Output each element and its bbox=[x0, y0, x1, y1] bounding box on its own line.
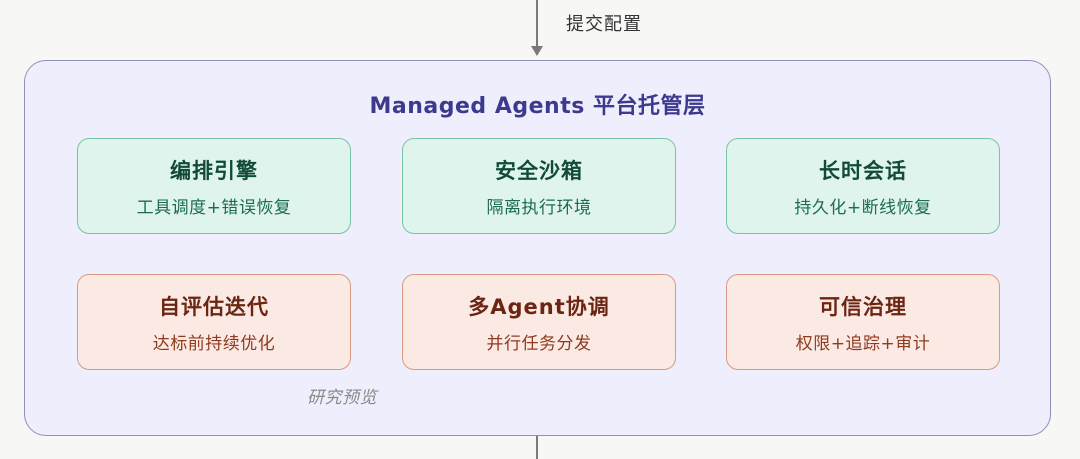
incoming-arrow-line bbox=[536, 0, 538, 48]
incoming-arrow-head bbox=[531, 46, 543, 56]
incoming-arrow-label: 提交配置 bbox=[566, 14, 642, 35]
module-trusted-governance: 可信治理 权限+追踪+审计 bbox=[726, 274, 1000, 370]
module-self-evaluation: 自评估迭代 达标前持续优化 bbox=[77, 274, 351, 370]
module-orchestration-engine: 编排引擎 工具调度+错误恢复 bbox=[77, 138, 351, 234]
module-desc: 隔离执行环境 bbox=[486, 197, 592, 218]
module-desc: 权限+追踪+审计 bbox=[795, 333, 931, 354]
module-name: 安全沙箱 bbox=[495, 158, 583, 183]
module-name: 自评估迭代 bbox=[159, 294, 269, 319]
platform-layer: Managed Agents 平台托管层 编排引擎 工具调度+错误恢复 安全沙箱… bbox=[24, 60, 1051, 436]
module-desc: 达标前持续优化 bbox=[152, 333, 276, 354]
module-security-sandbox: 安全沙箱 隔离执行环境 bbox=[402, 138, 676, 234]
module-desc: 并行任务分发 bbox=[486, 333, 592, 354]
module-multi-agent-coordination: 多Agent协调 并行任务分发 bbox=[402, 274, 676, 370]
research-preview-note: 研究预览 bbox=[307, 388, 377, 408]
outgoing-arrow-line bbox=[536, 436, 538, 459]
module-name: 长时会话 bbox=[819, 158, 907, 183]
module-desc: 工具调度+错误恢复 bbox=[136, 197, 292, 218]
module-long-session: 长时会话 持久化+断线恢复 bbox=[726, 138, 1000, 234]
platform-title: Managed Agents 平台托管层 bbox=[369, 94, 706, 119]
module-name: 可信治理 bbox=[819, 294, 907, 319]
module-desc: 持久化+断线恢复 bbox=[794, 197, 932, 218]
module-name: 编排引擎 bbox=[170, 158, 258, 183]
module-name: 多Agent协调 bbox=[468, 294, 610, 319]
